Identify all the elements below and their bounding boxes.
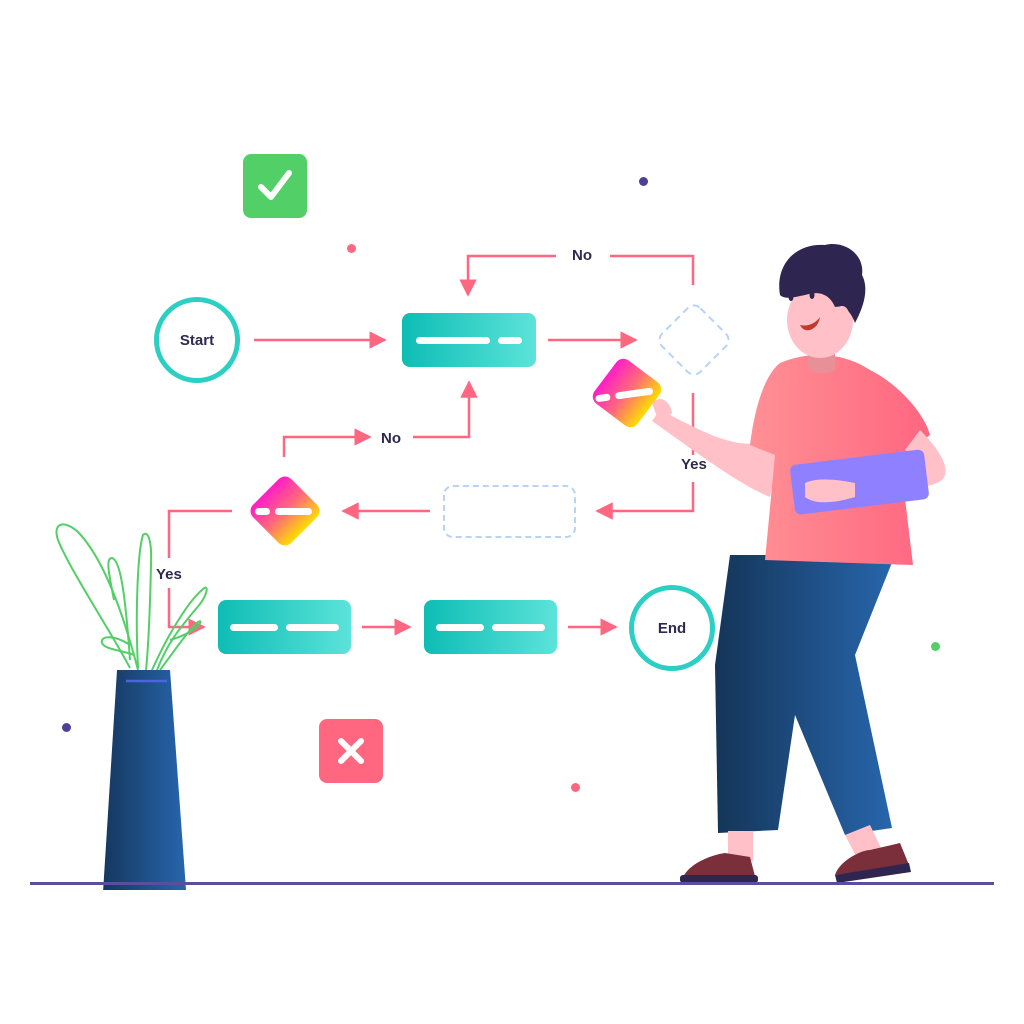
edge-label-left-yes: Yes: [156, 566, 182, 583]
process-node-3: [424, 600, 557, 654]
floor-line: [30, 882, 994, 885]
cross-icon: [319, 719, 383, 783]
plant-vase-illustration: [55, 523, 208, 890]
plant-leaves-icon: [55, 523, 208, 671]
end-node: End: [629, 585, 715, 671]
decorative-dot: [62, 723, 71, 732]
person-illustration: [652, 244, 946, 883]
text-placeholder-bar: [436, 623, 484, 631]
end-label: End: [657, 619, 687, 637]
start-label: Start: [179, 331, 215, 349]
decorative-dot: [571, 783, 580, 792]
decision-node-2: [250, 476, 320, 546]
decorative-dot: [931, 642, 940, 651]
text-placeholder-bar: [416, 336, 490, 344]
placeholder-decision-node: [658, 304, 730, 376]
decorative-dot: [639, 177, 648, 186]
placeholder-process-node: [443, 485, 576, 538]
process-node-1: [402, 313, 536, 367]
text-placeholder-bar: [498, 336, 522, 344]
text-placeholder-bar: [286, 623, 339, 631]
edge-label-mid-no: No: [381, 430, 401, 447]
check-icon: [243, 154, 307, 218]
start-node: Start: [154, 297, 240, 383]
process-node-2: [218, 600, 351, 654]
text-placeholder-bar: [230, 623, 278, 631]
edge-label-right-yes: Yes: [681, 456, 707, 473]
decision-node-held: [592, 358, 662, 428]
edge-label-top-no: No: [572, 247, 592, 264]
text-placeholder-bar: [492, 623, 545, 631]
decorative-dot: [347, 244, 356, 253]
